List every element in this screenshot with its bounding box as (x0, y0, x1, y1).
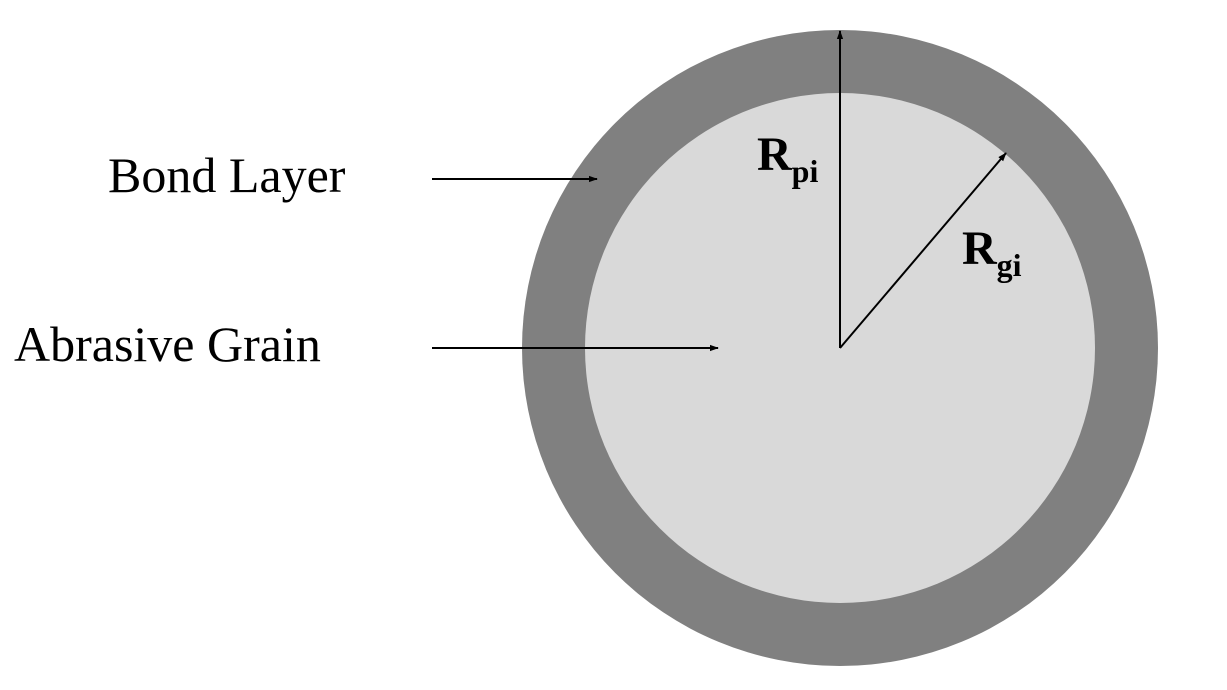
radius-gi-main: R (962, 222, 998, 275)
radius-pi-sub: pi (792, 153, 819, 189)
radius-gi-sub: gi (997, 247, 1022, 283)
radius-gi-label: Rgi (962, 222, 1022, 283)
radius-pi-main: R (757, 128, 793, 181)
abrasive-grain-label: Abrasive Grain (14, 316, 321, 372)
radius-pi-label: Rpi (757, 128, 818, 189)
bond-layer-label: Bond Layer (108, 147, 346, 203)
radius-gi-arrow (839, 152, 1007, 349)
